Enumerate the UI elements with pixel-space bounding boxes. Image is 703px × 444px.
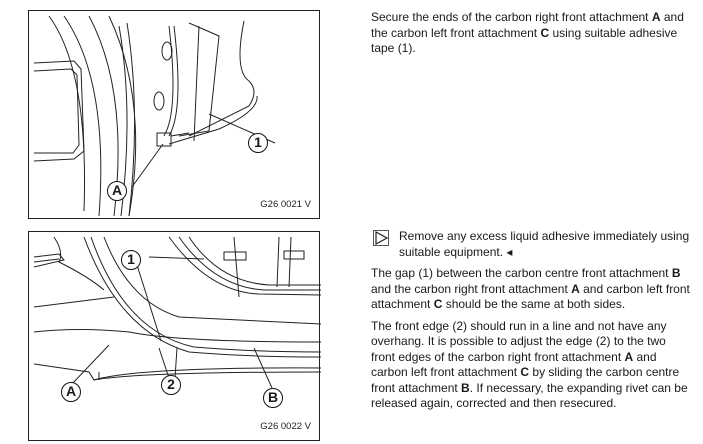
ref-c: C (520, 365, 530, 379)
ref-c: C (540, 25, 550, 40)
illustration-wheel-arch (33, 15, 276, 217)
instruction-steps-gap: Remove any excess liquid adhesive immedi… (371, 229, 691, 418)
note-box: Remove any excess liquid adhesive immedi… (371, 229, 691, 260)
figure-front-attachment-tape: 1 A G26 0021 V (28, 10, 320, 219)
figure-front-attachment-gap: 1 A 2 B G26 0022 V (28, 231, 321, 441)
callout-a: A (107, 181, 127, 201)
callout-a: A (61, 382, 81, 402)
play-triangle-note-icon (373, 230, 389, 246)
ref-a: A (651, 10, 661, 24)
text: by sliding the carbon centre front attac… (371, 365, 680, 395)
text: and the carbon left front attachment (371, 10, 684, 40)
callout-1: 1 (121, 250, 141, 270)
text: and carbon left front attachment (371, 349, 657, 380)
callout-1: 1 (248, 133, 268, 153)
illustration-front-edge (33, 236, 321, 389)
text: . If necessary, the expanding rivet can … (371, 380, 688, 411)
text: and carbon left front attachment (371, 281, 690, 312)
note-text: Remove any excess liquid adhesive immedi… (399, 229, 691, 260)
end-marker-icon: ◂ (506, 244, 513, 259)
text: The gap (1) between the carbon centre fr… (371, 266, 672, 280)
text: The front edge (2) should run in a line … (371, 318, 667, 364)
text: should be the same at both sides. (442, 297, 626, 311)
paragraph: The gap (1) between the carbon centre fr… (371, 266, 691, 313)
ref-b: B (671, 266, 681, 280)
text: and the carbon right front attachment (371, 281, 572, 296)
callout-2: 2 (161, 375, 181, 395)
ref-c: C (433, 297, 443, 311)
paragraph: Secure the ends of the carbon right fron… (371, 10, 691, 57)
paragraph: The front edge (2) should run in a line … (371, 319, 691, 412)
figure-code: G26 0022 V (260, 421, 311, 432)
ref-a: A (624, 349, 634, 364)
figure-code: G26 0021 V (260, 199, 311, 210)
note-body: Remove any excess liquid adhesive immedi… (399, 229, 690, 259)
callout-b: B (263, 388, 283, 408)
text: Secure the ends of the carbon right fron… (371, 10, 652, 24)
ref-b: B (461, 380, 470, 395)
ref-a: A (571, 281, 580, 296)
text: using suit­able adhesive tape (1). (371, 25, 678, 56)
instruction-step-secure-ends: Secure the ends of the carbon right fron… (371, 10, 691, 63)
